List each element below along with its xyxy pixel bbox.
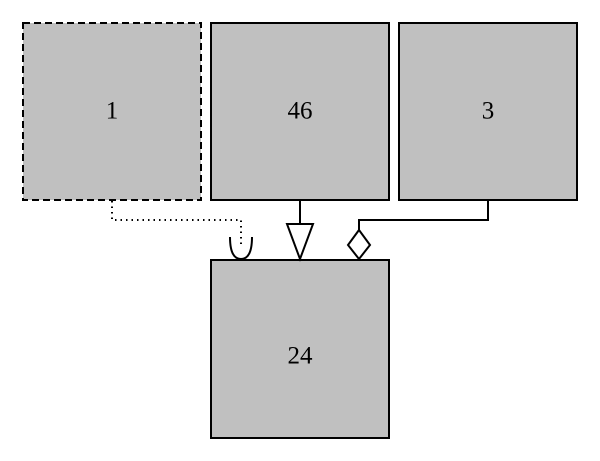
hollow-triangle-arrowhead-icon xyxy=(285,223,315,262)
node-3: 3 xyxy=(398,22,578,201)
node-1-label: 1 xyxy=(106,98,119,125)
open-cup-arrowhead-icon xyxy=(229,236,253,261)
node-24: 24 xyxy=(210,259,390,439)
node-46-box xyxy=(210,22,390,201)
edge-46-to-24 xyxy=(285,201,315,262)
node-24-box xyxy=(210,259,390,439)
edge-1-to-24-line xyxy=(111,201,242,245)
hollow-diamond-arrowhead-icon xyxy=(346,228,372,261)
node-46: 46 xyxy=(210,22,390,201)
node-1: 1 xyxy=(22,22,202,201)
node-3-label: 3 xyxy=(482,98,495,125)
node-24-label: 24 xyxy=(288,343,314,370)
node-46-label: 46 xyxy=(288,98,313,125)
node-3-box xyxy=(398,22,578,201)
edge-1-to-24 xyxy=(111,201,253,261)
edge-3-to-24 xyxy=(346,201,489,261)
node-1-box xyxy=(22,22,202,201)
edge-3-to-24-line xyxy=(358,201,489,230)
